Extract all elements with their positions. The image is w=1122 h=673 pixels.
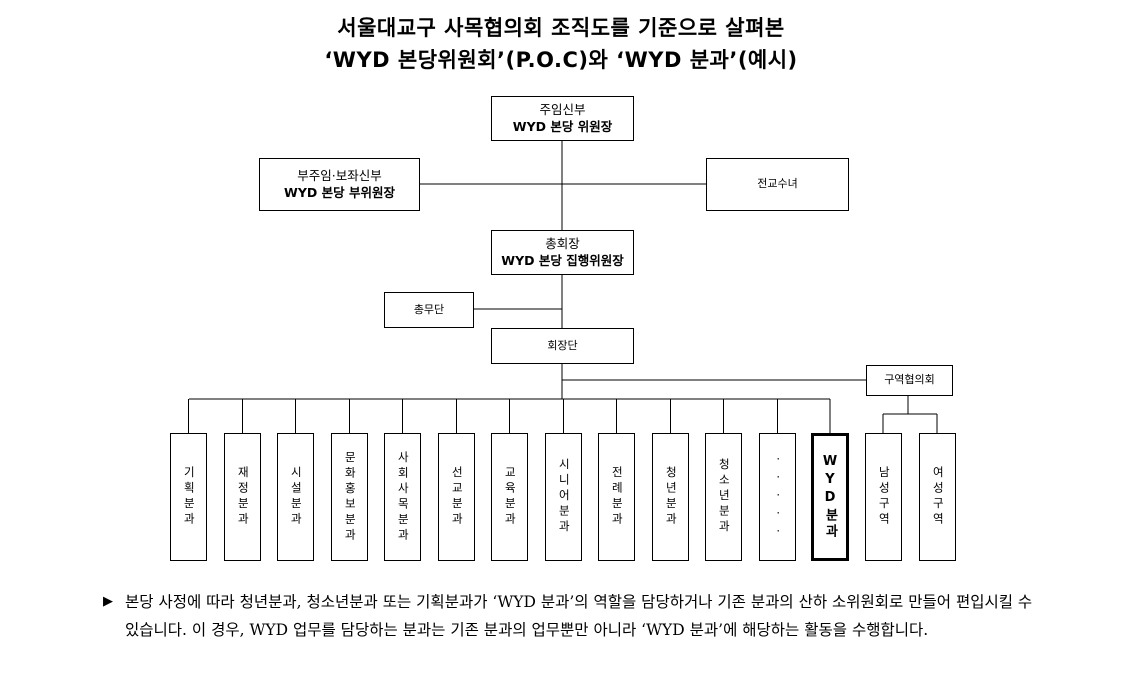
- division-facilities: 시설분과: [277, 433, 314, 561]
- bullet-icon: ▶: [103, 594, 113, 609]
- division-label: 청년분과: [664, 466, 679, 528]
- district-council-label: 구역협의회: [884, 373, 935, 387]
- division-wyd: WYD분과: [811, 433, 849, 561]
- president-title: WYD 본당 집행위원장: [501, 252, 624, 268]
- division-label: 시니어분과: [557, 458, 572, 536]
- division-mission: 선교분과: [438, 433, 475, 561]
- division-label: ·····: [771, 452, 786, 542]
- assistant-priest-box: 부주임·보좌신부 WYD 본당 부위원장: [259, 158, 420, 211]
- board-box: 회장단: [491, 328, 634, 364]
- district-council-box: 구역협의회: [866, 365, 953, 396]
- missionary-nun-label: 전교수녀: [757, 177, 798, 191]
- general-affairs-box: 총무단: [384, 292, 474, 328]
- missionary-nun-box: 전교수녀: [706, 158, 849, 211]
- page-title-line-2: ‘WYD 본당위원회’(P.O.C)와 ‘WYD 분과’(예시): [324, 48, 798, 72]
- division-label: 기획분과: [182, 466, 197, 528]
- footnote: ▶ 본당 사정에 따라 청년분과, 청소년분과 또는 기획분과가 ‘WYD 분과…: [103, 588, 1033, 644]
- assistant-priest-title: WYD 본당 부위원장: [284, 184, 395, 200]
- district-label: 여성구역: [931, 466, 946, 528]
- division-label: 전례분과: [610, 466, 625, 528]
- general-affairs-label: 총무단: [413, 302, 445, 316]
- board-label: 회장단: [547, 338, 578, 352]
- president-box: 총회장 WYD 본당 집행위원장: [491, 230, 634, 275]
- division-label: WYD분과: [822, 454, 838, 540]
- division-senior: 시니어분과: [545, 433, 582, 561]
- district-female: 여성구역: [919, 433, 956, 561]
- division-finance: 재정분과: [224, 433, 261, 561]
- division-social-ministry: 사회사목분과: [384, 433, 421, 561]
- division-youth: 청년분과: [652, 433, 689, 561]
- footnote-text: 본당 사정에 따라 청년분과, 청소년분과 또는 기획분과가 ‘WYD 분과’의…: [125, 593, 1033, 639]
- pastor-role: 주임신부: [539, 102, 586, 118]
- president-role: 총회장: [545, 236, 580, 252]
- page-title-line-1: 서울대교구 사목협의회 조직도를 기준으로 살펴본: [337, 16, 785, 40]
- division-label: 교육분과: [503, 466, 518, 528]
- division-label: 재정분과: [236, 466, 251, 528]
- assistant-priest-role: 부주임·보좌신부: [297, 168, 382, 184]
- division-education: 교육분과: [491, 433, 528, 561]
- division-planning: 기획분과: [170, 433, 207, 561]
- division-culture-pr: 문화홍보분과: [331, 433, 368, 561]
- division-label: 청소년분과: [717, 458, 732, 536]
- division-ellipsis: ·····: [759, 433, 796, 561]
- division-label: 문화홍보분과: [343, 450, 358, 544]
- division-label: 사회사목분과: [396, 450, 411, 544]
- district-label: 남성구역: [877, 466, 892, 528]
- division-teen: 청소년분과: [705, 433, 742, 561]
- division-label: 시설분과: [289, 466, 304, 528]
- district-male: 남성구역: [865, 433, 902, 561]
- division-liturgy: 전례분과: [598, 433, 635, 561]
- pastor-title: WYD 본당 위원장: [512, 118, 613, 134]
- pastor-box: 주임신부 WYD 본당 위원장: [491, 96, 634, 141]
- division-label: 선교분과: [450, 466, 465, 528]
